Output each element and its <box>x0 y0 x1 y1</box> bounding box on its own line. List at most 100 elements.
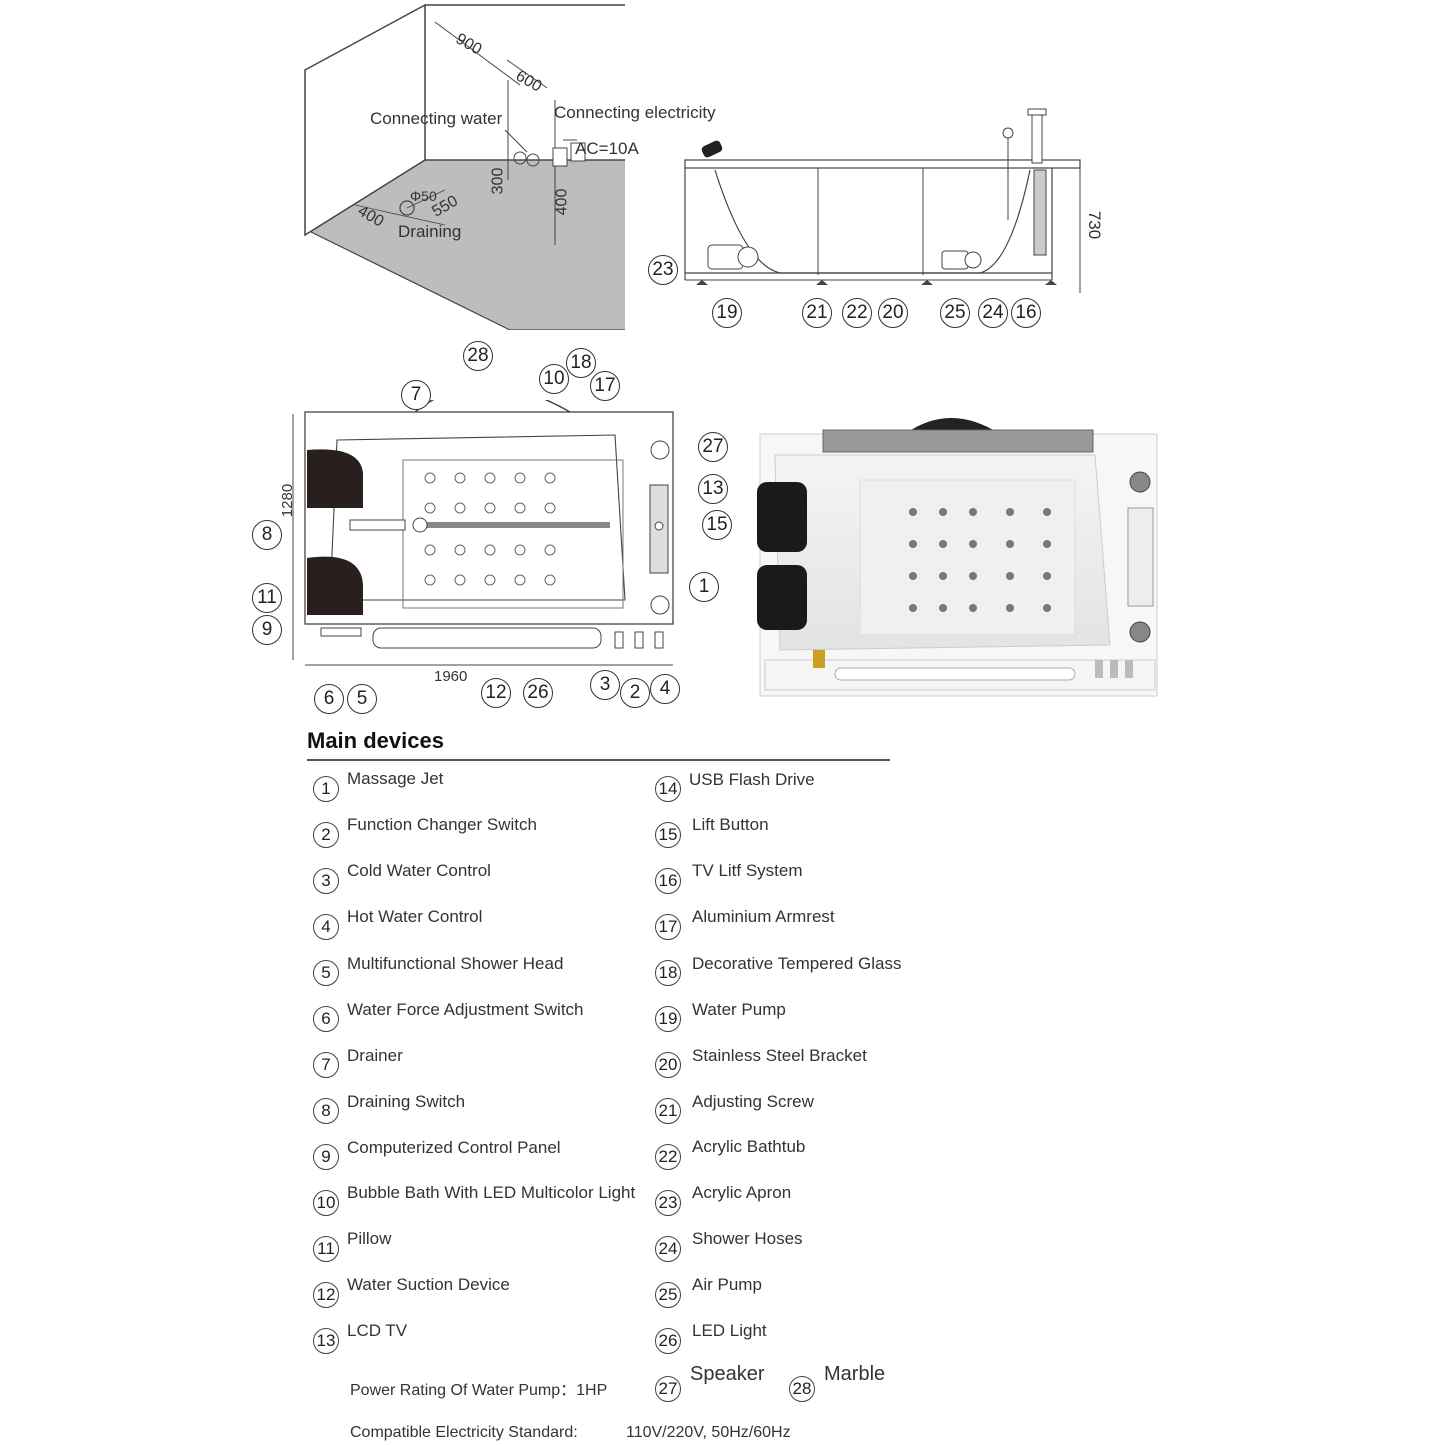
item-number-21: 21 <box>655 1098 681 1124</box>
dim-300: 300 <box>489 167 507 195</box>
callout-16: 16 <box>1011 298 1041 328</box>
connecting-water-label: Connecting water <box>370 109 503 128</box>
electricity-standard-label: Compatible Electricity Standard: <box>350 1424 578 1441</box>
item-number-28: 28 <box>789 1376 815 1402</box>
item-label-6: Water Force Adjustment Switch <box>347 1000 584 1019</box>
callout-27: 27 <box>698 432 728 462</box>
item-label-28: Marble <box>824 1363 886 1385</box>
callout-13: 13 <box>698 474 728 504</box>
item-label-9: Computerized Control Panel <box>347 1138 561 1157</box>
electricity-standard-value: 110V/220V, 50Hz/60Hz <box>626 1424 791 1441</box>
side-view-diagram <box>684 108 1081 293</box>
item-label-10: Bubble Bath With LED Multicolor Light <box>347 1183 636 1202</box>
item-label-1: Massage Jet <box>347 769 444 788</box>
item-number-2: 2 <box>313 822 339 848</box>
callout-23: 23 <box>648 255 678 285</box>
dim-730: 730 <box>1085 210 1105 240</box>
item-label-22: Acrylic Bathtub <box>692 1137 806 1156</box>
callout-9: 9 <box>252 615 282 645</box>
item-number-24: 24 <box>655 1236 681 1262</box>
callout-2: 2 <box>620 678 650 708</box>
item-label-11: Pillow <box>347 1229 392 1248</box>
callout-5: 5 <box>347 684 377 714</box>
callout-4: 4 <box>650 674 680 704</box>
item-number-11: 11 <box>313 1236 339 1262</box>
callout-18: 18 <box>566 348 596 378</box>
item-number-15: 15 <box>655 822 681 848</box>
item-number-6: 6 <box>313 1006 339 1032</box>
item-label-3: Cold Water Control <box>347 861 491 880</box>
item-number-17: 17 <box>655 914 681 940</box>
item-label-25: Air Pump <box>692 1275 762 1294</box>
item-number-3: 3 <box>313 868 339 894</box>
item-label-18: Decorative Tempered Glass <box>692 954 902 973</box>
room-diagram <box>304 3 625 330</box>
item-number-10: 10 <box>313 1190 339 1216</box>
dim-1280: 1280 <box>279 483 297 518</box>
item-number-18: 18 <box>655 960 681 986</box>
ac-rating-label: AC=10A <box>575 139 639 158</box>
item-number-20: 20 <box>655 1052 681 1078</box>
item-number-8: 8 <box>313 1098 339 1124</box>
item-number-1: 1 <box>313 776 339 802</box>
callout-7: 7 <box>401 380 431 410</box>
item-number-7: 7 <box>313 1052 339 1078</box>
item-label-2: Function Changer Switch <box>347 815 537 834</box>
item-number-23: 23 <box>655 1190 681 1216</box>
callout-15: 15 <box>702 510 732 540</box>
item-label-4: Hot Water Control <box>347 907 483 926</box>
item-label-16: TV Litf System <box>692 861 803 880</box>
callout-12: 12 <box>481 678 511 708</box>
item-number-12: 12 <box>313 1282 339 1308</box>
item-label-20: Stainless Steel Bracket <box>692 1046 867 1065</box>
item-number-13: 13 <box>313 1328 339 1354</box>
draining-label: Draining <box>398 222 462 241</box>
item-label-19: Water Pump <box>692 1000 786 1019</box>
item-label-27: Speaker <box>690 1363 765 1385</box>
item-number-16: 16 <box>655 868 681 894</box>
item-number-27: 27 <box>655 1376 681 1402</box>
callout-17: 17 <box>590 371 620 401</box>
heading-divider <box>307 759 890 761</box>
item-number-19: 19 <box>655 1006 681 1032</box>
callout-6: 6 <box>314 684 344 714</box>
item-label-26: LED Light <box>692 1321 767 1340</box>
callout-20: 20 <box>878 298 908 328</box>
dim-400-vertical: 400 <box>553 188 571 216</box>
callout-11: 11 <box>252 583 282 613</box>
callout-19: 19 <box>712 298 742 328</box>
item-number-4: 4 <box>313 914 339 940</box>
connecting-electricity-label: Connecting electricity <box>554 103 716 122</box>
item-label-7: Drainer <box>347 1046 403 1065</box>
main-devices-heading: Main devices <box>307 728 444 753</box>
item-number-14: 14 <box>655 776 681 802</box>
item-label-23: Acrylic Apron <box>692 1183 792 1202</box>
callout-8: 8 <box>252 520 282 550</box>
callout-26: 26 <box>523 678 553 708</box>
callout-22: 22 <box>842 298 872 328</box>
item-number-9: 9 <box>313 1144 339 1170</box>
dim-1960: 1960 <box>434 668 468 685</box>
callout-3: 3 <box>590 670 620 700</box>
callout-25: 25 <box>940 298 970 328</box>
bathtub-photo <box>757 418 1158 697</box>
item-number-25: 25 <box>655 1282 681 1308</box>
item-label-8: Draining Switch <box>347 1092 466 1111</box>
item-label-13: LCD TV <box>347 1321 408 1340</box>
item-number-22: 22 <box>655 1144 681 1170</box>
callout-28: 28 <box>463 341 493 371</box>
item-label-14: USB Flash Drive <box>689 770 815 789</box>
callout-10: 10 <box>539 364 569 394</box>
item-label-12: Water Suction Device <box>347 1275 510 1294</box>
top-view-diagram <box>292 400 674 666</box>
drain-diameter: Φ50 <box>410 188 437 204</box>
item-label-15: Lift Button <box>692 815 769 834</box>
item-number-5: 5 <box>313 960 339 986</box>
pump-power-spec: Power Rating Of Water Pump：1HP <box>350 1382 608 1399</box>
item-label-17: Aluminium Armrest <box>692 907 835 926</box>
item-label-24: Shower Hoses <box>692 1229 803 1248</box>
callout-24: 24 <box>978 298 1008 328</box>
item-label-5: Multifunctional Shower Head <box>347 954 564 973</box>
item-label-21: Adjusting Screw <box>692 1092 814 1111</box>
item-number-26: 26 <box>655 1328 681 1354</box>
